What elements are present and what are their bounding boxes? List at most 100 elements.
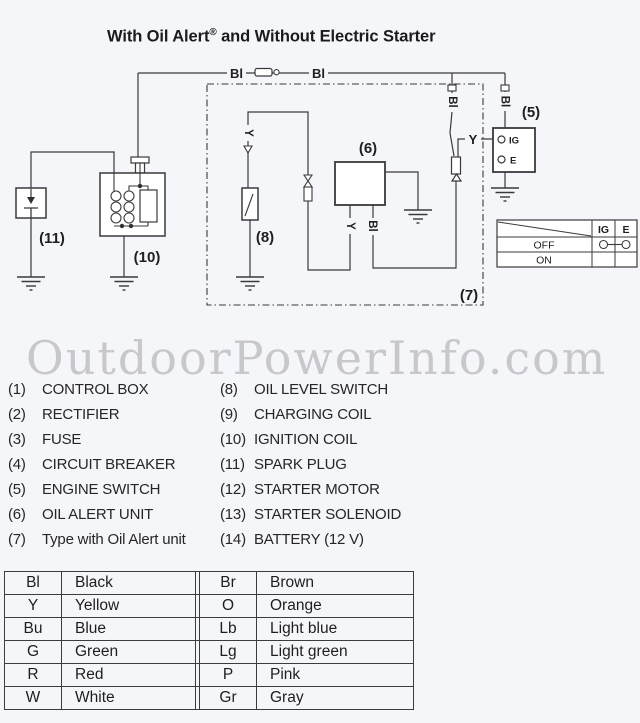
legend-num: (13) (220, 506, 246, 523)
wire-label-y-oil-switch: Y (242, 129, 254, 137)
legend-label: CONTROL BOX (42, 381, 149, 398)
ground-icon (403, 209, 433, 224)
wire-unit-ground (385, 171, 419, 210)
legend-label: BATTERY (12 V) (254, 531, 364, 548)
wire-label-bl-2: Bl (312, 66, 325, 81)
legend-label: RECTIFIER (42, 406, 120, 423)
callout-8: (8) (256, 229, 274, 246)
legend-label: FUSE (42, 431, 82, 448)
switch-table-row-on: ON (536, 255, 552, 267)
legend-label: CIRCUIT BREAKER (42, 456, 176, 473)
color-code: R (4, 663, 62, 687)
connector-icon (243, 145, 253, 155)
callout-7: (7) (460, 287, 478, 304)
registered-mark: ® (209, 27, 217, 38)
connector-icon (500, 84, 510, 92)
color-code: Lb (199, 617, 257, 641)
title-text: With Oil Alert (107, 27, 210, 46)
spark-plug (15, 187, 47, 219)
legend-item: (11) SPARK PLUG (220, 452, 401, 477)
color-name: White (61, 686, 196, 710)
oil-alert-dashed-boundary (206, 83, 484, 306)
wire-color-code-table: Bl Black Br Brown Y Yellow O Orange Bu B… (4, 571, 414, 710)
callout-5: (5) (522, 104, 540, 121)
callout-11: (11) (39, 230, 65, 247)
color-code: O (199, 594, 257, 618)
legend-item: (10) IGNITION COIL (220, 427, 401, 452)
watermark: OutdoorPowerInfo.com (26, 331, 608, 385)
wire-label-bl-1: Bl (230, 66, 243, 81)
legend-num: (3) (8, 431, 26, 448)
legend-label: STARTER MOTOR (254, 481, 380, 498)
legend-num: (14) (220, 531, 246, 548)
color-name: Light blue (256, 617, 414, 641)
legend-item: (6)OIL ALERT UNIT (8, 502, 186, 527)
legend-column-left: (1)CONTROL BOX (2) RECTIFIER (3) FUSE (4)C… (8, 377, 186, 552)
engine-switch: IG E (492, 127, 536, 173)
color-code: Bl (4, 571, 62, 595)
wire-label-y-unit: Y (344, 222, 356, 230)
legend-label: IGNITION COIL (254, 431, 358, 448)
legend-item: (9) CHARGING COIL (220, 402, 401, 427)
switch-table-row-off: OFF (534, 240, 555, 252)
color-name: Green (61, 640, 196, 664)
ig-terminal-label: IG (509, 136, 519, 147)
ground-icon (490, 187, 520, 202)
color-row: Bu Blue Lb Light blue (4, 617, 414, 641)
legend-item: (12)STARTER MOTOR (220, 477, 401, 502)
callout-10: (10) (134, 249, 161, 266)
legend-num: (11) (220, 456, 245, 473)
color-row: R Red P Pink (4, 663, 414, 687)
legend-column-right: (8) OIL LEVEL SWITCH (9) CHARGING COIL (10… (220, 377, 401, 552)
color-code: Lg (199, 640, 257, 664)
color-code: G (4, 640, 62, 664)
page-title: With Oil Alert® and Without Electric Sta… (107, 27, 436, 47)
color-name: Brown (256, 571, 414, 595)
ignition-coil (99, 156, 166, 237)
oil-level-switch (241, 145, 259, 221)
bullet-connector-icons (447, 84, 510, 92)
color-code: P (199, 663, 257, 687)
legend-item: (1)CONTROL BOX (8, 377, 186, 402)
ground-icon (16, 276, 46, 291)
legend-label: Type with Oil Alert unit (42, 531, 186, 548)
legend-label: SPARK PLUG (254, 456, 347, 473)
legend-item: (5) ENGINE SWITCH (8, 477, 186, 502)
fuse-symbol (254, 67, 280, 77)
switch-table-col-e: E (622, 224, 629, 236)
switch-position-table: IG E OFF ON (496, 219, 638, 268)
wire-spark-plug (30, 151, 115, 191)
wire-y-ignition (457, 138, 498, 157)
legend-num: (10) (220, 431, 246, 448)
wire-label-bl-switch: Bl (499, 96, 511, 108)
legend-item: (4)CIRCUIT BREAKER (8, 452, 186, 477)
wire-y-bus (307, 201, 351, 271)
legend-item: (14) BATTERY (12 V) (220, 527, 401, 552)
legend-num: (8) (220, 381, 238, 398)
legend-item: (7)Type with Oil Alert unit (8, 527, 186, 552)
legend-item: (13) STARTER SOLENOID (220, 502, 401, 527)
legend-label: CHARGING COIL (254, 406, 372, 423)
legend-num: (9) (220, 406, 238, 423)
legend-num: (2) (8, 406, 26, 423)
legend-label: OIL LEVEL SWITCH (254, 381, 389, 398)
legend-label: STARTER SOLENOID (254, 506, 402, 523)
callout-6: (6) (359, 140, 377, 157)
color-row: Bl Black Br Brown (4, 571, 414, 595)
color-name: Black (61, 571, 196, 595)
legend-label: ENGINE SWITCH (42, 481, 161, 498)
legend-item: (8) OIL LEVEL SWITCH (220, 377, 401, 402)
color-code: Br (199, 571, 257, 595)
legend-num: (5) (8, 481, 26, 498)
ground-icon (109, 276, 139, 291)
diode-connector (302, 174, 314, 202)
ground-icon (235, 276, 265, 291)
color-row: Y Yellow O Orange (4, 594, 414, 618)
connector-icon (447, 84, 457, 92)
oil-alert-unit (334, 161, 386, 206)
ig-terminal (497, 135, 506, 144)
color-name: Blue (61, 617, 196, 641)
legend-item: (3) FUSE (8, 427, 186, 452)
wire-label-bl-unit: Bl (366, 220, 378, 232)
